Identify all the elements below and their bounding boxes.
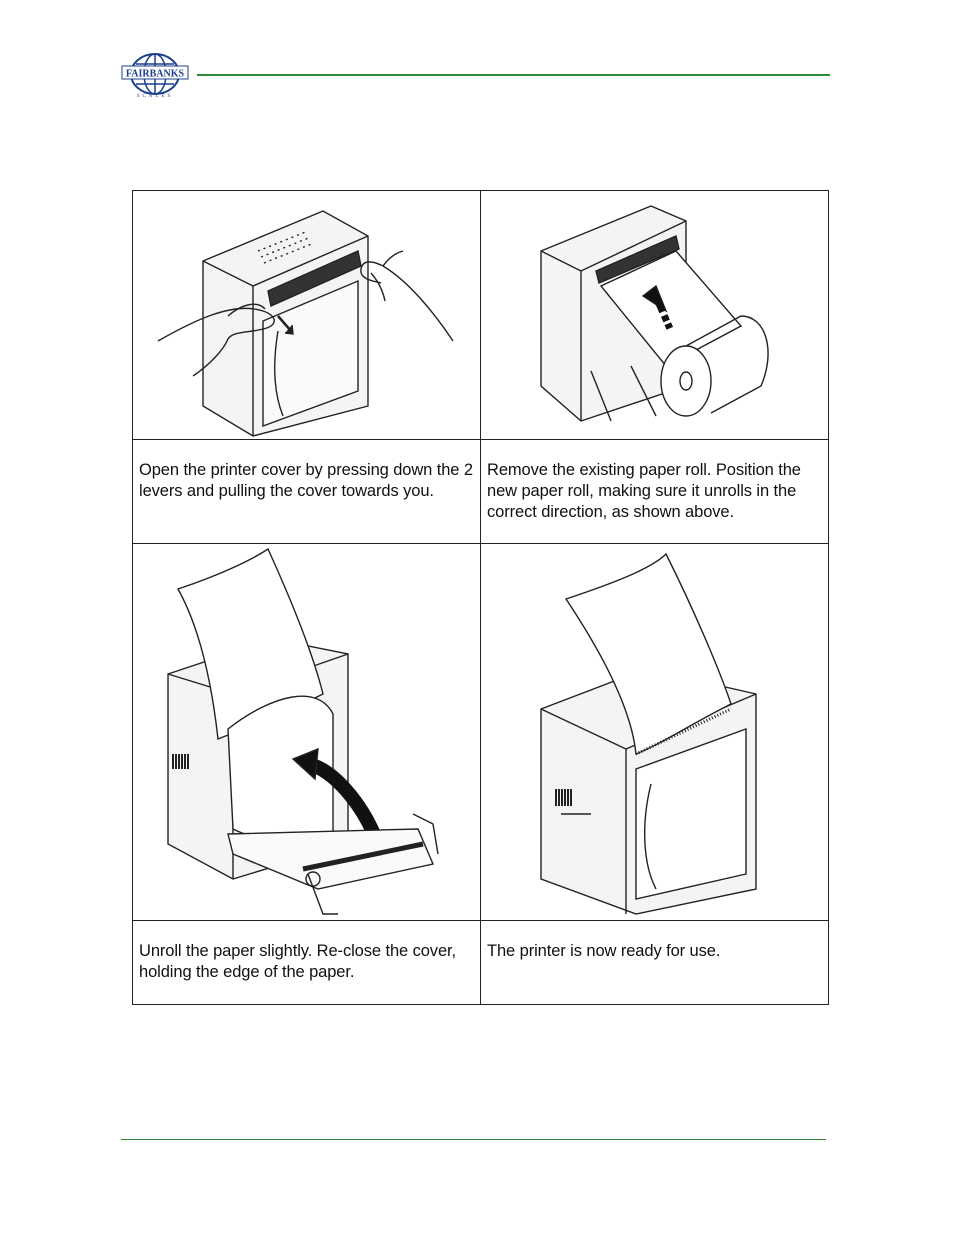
- fairbanks-logo: FAIRBANKS SCALES: [120, 50, 190, 100]
- step-4-caption: The printer is now ready for use.: [480, 920, 829, 1005]
- step-1-illustration: [132, 190, 481, 440]
- step-4-illustration: [480, 543, 829, 921]
- step-2-illustration: [480, 190, 829, 440]
- footer-rule: [121, 1139, 826, 1140]
- logo-sub: SCALES: [137, 94, 174, 99]
- step-3-caption: Unroll the paper slightly. Re-close the …: [132, 920, 481, 1005]
- printer-paper-steps-table: Open the printer cover by pressing down …: [132, 190, 829, 1005]
- step-2-caption: Remove the existing paper roll. Position…: [480, 439, 829, 544]
- logo-brand: FAIRBANKS: [126, 69, 185, 80]
- step-1-caption: Open the printer cover by pressing down …: [132, 439, 481, 544]
- header-rule: [197, 74, 830, 76]
- step-3-illustration: [132, 543, 481, 921]
